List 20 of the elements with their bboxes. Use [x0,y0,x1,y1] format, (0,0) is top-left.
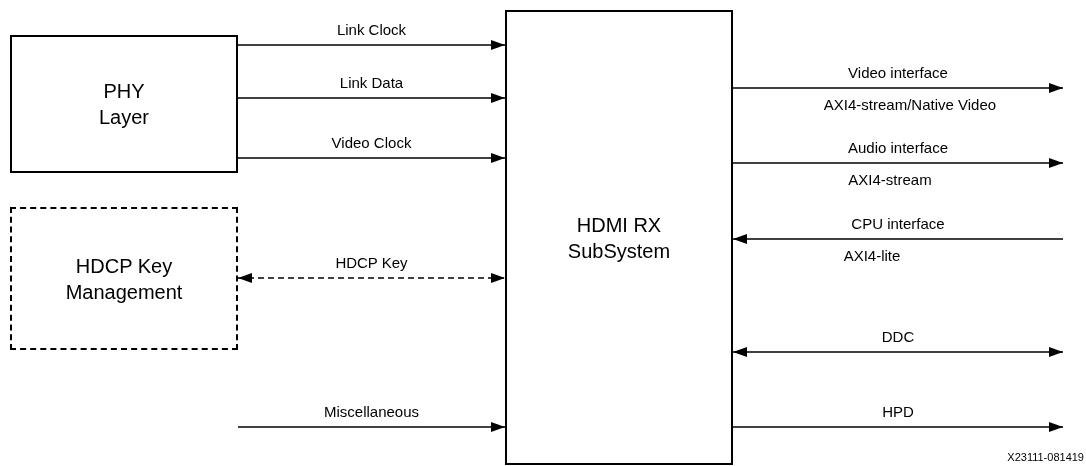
arrow [237,40,506,50]
signal-label: AXI4-stream/Native Video [823,96,997,114]
arrow [732,347,1064,357]
block-label: HDCP Key Management [64,253,184,305]
arrow [237,273,506,283]
signal-label: AXI4-lite [843,247,901,265]
arrow [237,153,506,163]
arrow [732,83,1064,93]
block-label: PHY Layer [98,79,150,130]
arrow [732,234,1064,244]
arrow [732,422,1064,432]
block-box [505,10,733,465]
signal-label: AXI4-stream [848,171,932,189]
block-box [10,35,238,173]
arrow [237,422,506,432]
arrow [237,93,506,103]
dashed-block-box [10,207,238,350]
block-label: HDMI RX SubSystem [566,212,672,264]
arrow [732,158,1064,168]
figure-id: X23111-081419 [1007,450,1084,465]
